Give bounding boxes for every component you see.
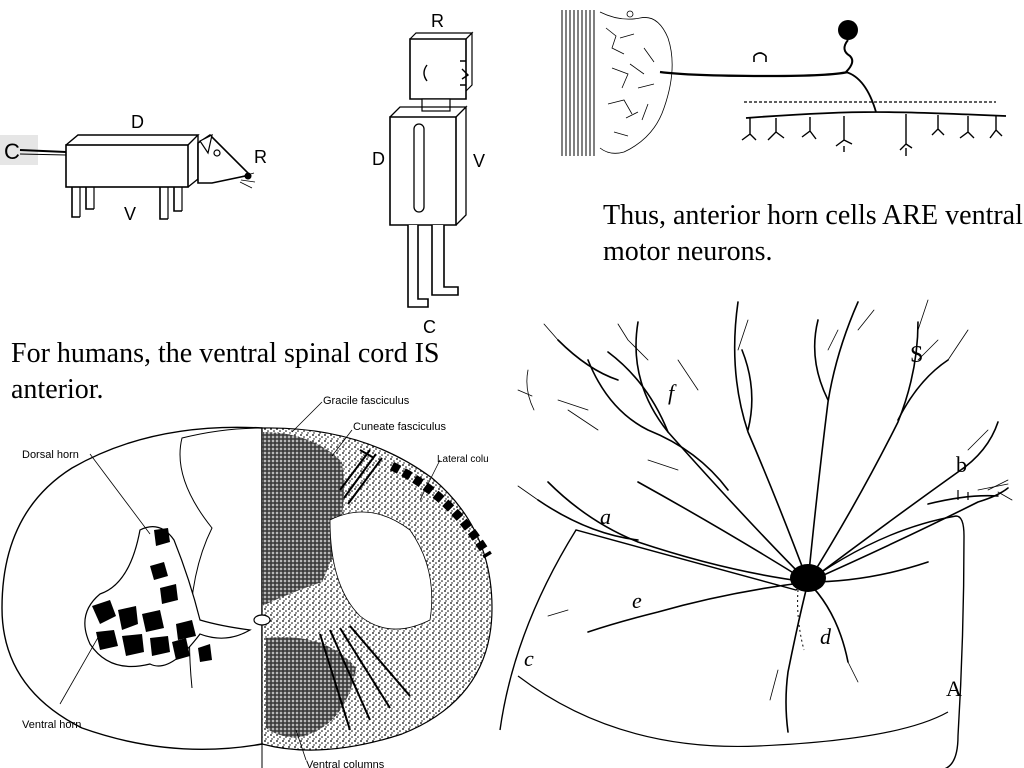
ear xyxy=(199,133,213,155)
human-caudal-label: C xyxy=(423,317,436,335)
neuron-illustration: S f b a e c d A xyxy=(499,299,1013,768)
quadruped-orientation-diagram: C D R V xyxy=(0,105,290,230)
eye xyxy=(213,149,221,157)
human-head xyxy=(409,38,467,100)
whiskers xyxy=(239,172,256,189)
neuron-label-S: S xyxy=(910,342,923,368)
hind-legs xyxy=(71,187,94,218)
quadruped-ventral-label: V xyxy=(124,204,136,224)
human-arm xyxy=(413,123,425,213)
neuron-label-b: b xyxy=(956,452,967,477)
neuron-soma xyxy=(790,564,826,592)
spinal-cord-cross-section: Dorsal horn Ventral horn Gracile fascicu… xyxy=(0,380,500,768)
tail xyxy=(19,149,67,153)
human-neck xyxy=(421,98,451,112)
spinal-cord-fibers xyxy=(561,10,595,156)
grey-matter-texture xyxy=(599,11,673,154)
axon xyxy=(659,70,849,78)
nerve-terminals xyxy=(741,114,1003,156)
label-gracile-fasciculus: Gracile fasciculus xyxy=(323,395,410,407)
label-ventral-horn: Ventral horn xyxy=(22,719,81,731)
label-ventral-columns: Ventral columns xyxy=(306,759,385,768)
caption-ventral-is-anterior: For humans, the ventral spinal cord IS a… xyxy=(11,338,440,405)
label-cuneate-fasciculus: Cuneate fasciculus xyxy=(353,421,446,433)
human-rostral-label: R xyxy=(431,11,444,31)
right-grey-matter xyxy=(329,511,433,630)
label-lateral-column: Lateral colu xyxy=(437,454,489,465)
fore-legs xyxy=(159,187,182,220)
motor-neuron-schematic xyxy=(560,8,1020,160)
anterior-horn-cell-drawing: S f b a e c d A xyxy=(498,290,1024,768)
axon-hillock xyxy=(797,589,805,651)
quadruped-drawing: C D R V xyxy=(0,112,267,224)
neuron-label-A: A xyxy=(946,676,962,701)
spinal-cord-drawing: Dorsal horn Ventral horn Gracile fascicu… xyxy=(1,395,493,768)
motor-neuron-drawing xyxy=(561,10,1007,156)
label-dorsal-horn: Dorsal horn xyxy=(22,449,79,461)
ventral-horn-cells xyxy=(92,528,212,662)
neuron-label-d: d xyxy=(820,624,832,649)
human-ear xyxy=(423,64,428,82)
axon-label-mark xyxy=(753,52,767,62)
central-canal xyxy=(253,614,271,626)
quadruped-dorsal-label: D xyxy=(131,112,144,132)
fine-dendrite-branches xyxy=(517,299,1013,701)
human-dorsal-label: D xyxy=(372,149,385,169)
human-leg-front xyxy=(431,225,459,296)
neuron-label-f: f xyxy=(668,380,677,405)
human-face xyxy=(460,60,470,86)
caption-anterior-horn-cells: Thus, anterior horn cells ARE ventral mo… xyxy=(603,200,1023,267)
dorsal-columns xyxy=(262,432,344,606)
nose xyxy=(244,172,252,180)
neuron-cell-body xyxy=(838,20,858,40)
axon-branches xyxy=(745,71,1007,119)
quadruped-rostral-label: R xyxy=(254,147,267,167)
human-orientation-diagram: R D V C xyxy=(360,5,510,335)
human-leg-back xyxy=(407,225,429,308)
quadruped-caudal-label: C xyxy=(4,139,20,164)
grey-matter-boundary xyxy=(499,515,965,768)
lateral-column-band xyxy=(389,461,492,559)
dorsal-root-fibers xyxy=(339,449,383,505)
ventral-columns-region xyxy=(266,637,356,738)
neuron-label-e: e xyxy=(632,588,642,613)
human-ventral-label: V xyxy=(473,151,485,171)
ventral-root-fibers xyxy=(319,625,411,731)
neuron-label-c: c xyxy=(524,646,534,671)
neuron-label-a: a xyxy=(600,504,611,529)
quadruped-body xyxy=(65,144,189,188)
human-drawing: R D V C xyxy=(372,11,485,335)
